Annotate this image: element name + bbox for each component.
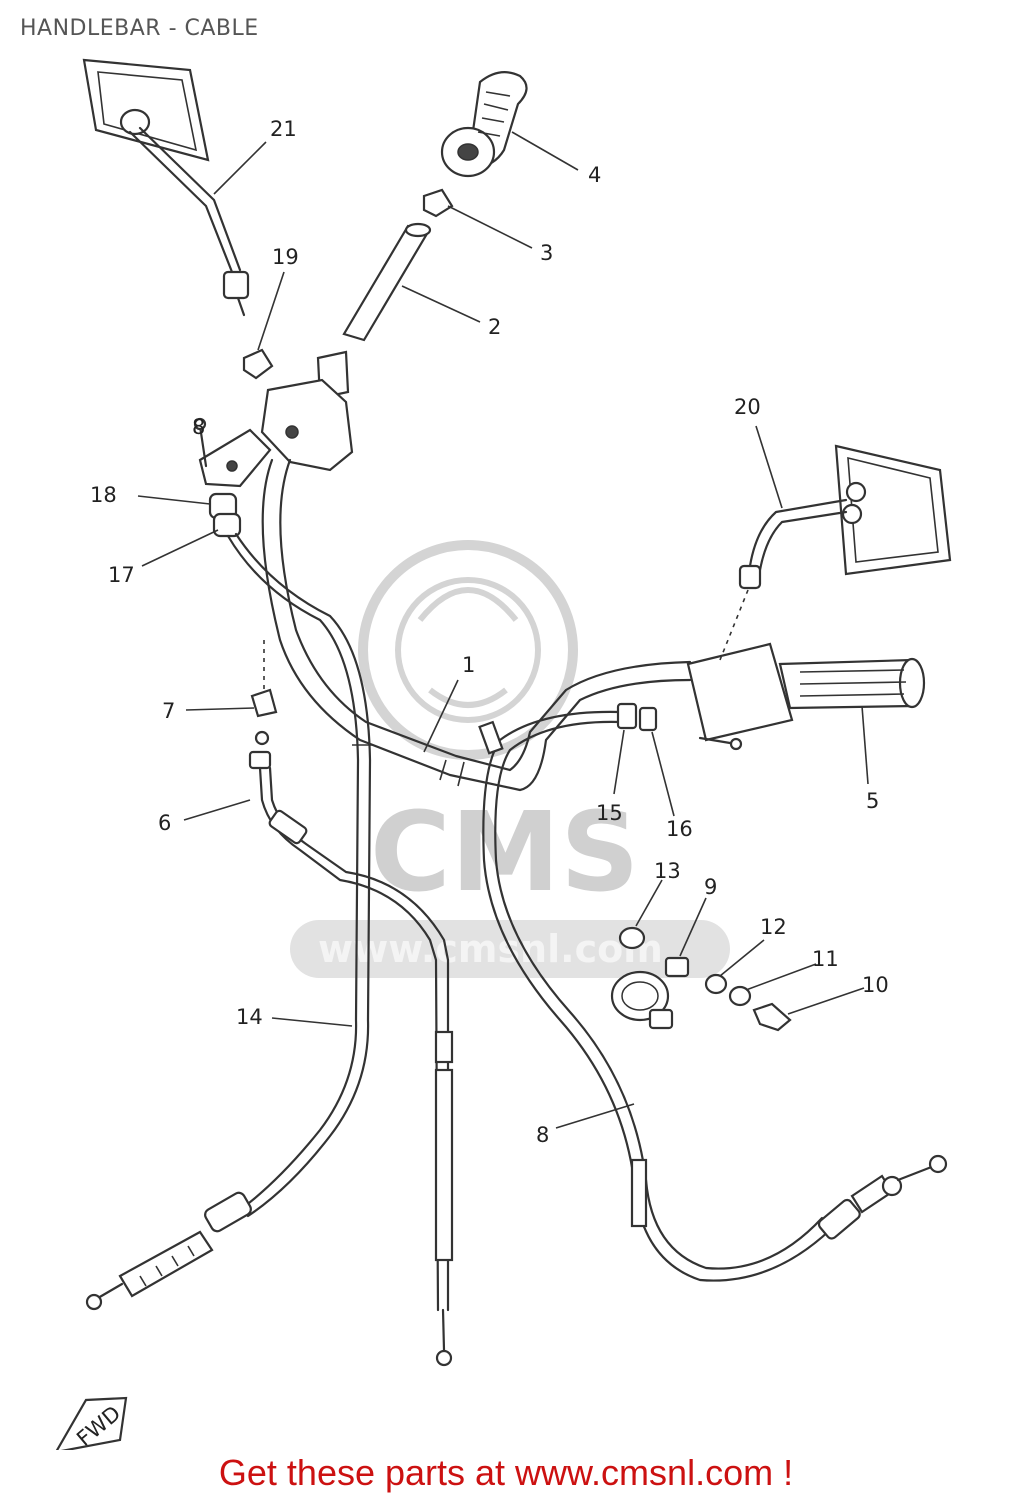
callout-1: 1	[462, 653, 475, 677]
callout-10: 10	[862, 973, 889, 997]
callout-4: 4	[588, 163, 601, 187]
handlebar-cable-diagram: CMS www.cmsnl.com	[55, 58, 952, 1450]
callout-12: 12	[760, 915, 787, 939]
left-lever-holder	[193, 350, 354, 538]
callout-8-bolt: 8	[192, 415, 205, 439]
callout-17: 17	[108, 563, 135, 587]
part-20-right-mirror	[719, 444, 952, 661]
part-6-throttle-cable	[248, 730, 454, 1367]
callout-13: 13	[654, 859, 681, 883]
fwd-arrow: FWD	[55, 1396, 128, 1450]
part-2-throttle-tube	[342, 222, 432, 342]
callout-18: 18	[90, 483, 117, 507]
part-14-clutch-cable	[85, 532, 372, 1311]
part-5-right-grip	[686, 642, 926, 751]
leader-lines	[137, 131, 869, 1129]
callout-7: 7	[162, 699, 175, 723]
watermark-url: www.cmsnl.com	[318, 927, 663, 971]
watermark-logo: CMS www.cmsnl.com	[290, 540, 730, 978]
part-21-left-mirror	[82, 58, 250, 317]
callout-6: 6	[158, 811, 171, 835]
callout-19: 19	[272, 245, 299, 269]
callout-2: 2	[488, 315, 501, 339]
callout-8: 8	[536, 1123, 549, 1147]
part-8-brake-cable	[478, 710, 948, 1282]
watermark-brand: CMS	[370, 788, 639, 916]
part-3-cap	[422, 188, 454, 218]
callout-15: 15	[596, 801, 623, 825]
part-19-cap	[242, 348, 274, 380]
part-7-clamp	[250, 640, 278, 718]
callout-16: 16	[666, 817, 693, 841]
part-15-16-adjuster	[616, 702, 658, 732]
part-9-clamp-ring	[610, 956, 690, 1030]
callout-3: 3	[540, 241, 553, 265]
hardware-10-13	[618, 926, 792, 1032]
diagram-title: HANDLEBAR - CABLE	[20, 16, 259, 41]
callout-14: 14	[236, 1005, 263, 1029]
callout-5: 5	[866, 789, 879, 813]
callout-20: 20	[734, 395, 761, 419]
part-1-handlebar	[261, 458, 692, 792]
callout-21: 21	[270, 117, 297, 141]
part-4-throttle-grip	[440, 71, 528, 178]
callouts: 1 2 3 4 5 6 7 8 9 10 11 12 13 14 15 16 1…	[90, 117, 889, 1147]
footer-link-text[interactable]: Get these parts at www.cmsnl.com !	[218, 1452, 794, 1493]
callout-11: 11	[812, 947, 839, 971]
callout-9: 9	[704, 875, 717, 899]
